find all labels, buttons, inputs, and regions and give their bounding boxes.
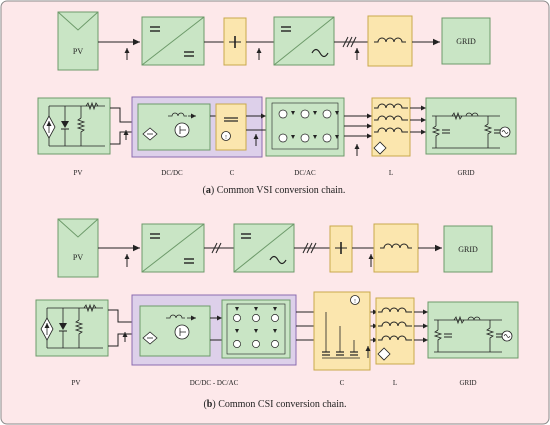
label-pv: PV (72, 379, 81, 387)
panel-b-detail-row: ! (35, 291, 519, 371)
three-phase-inductor-block (375, 297, 415, 365)
panel-a-detail-row: ! (37, 96, 517, 158)
three-phase-inductor-block (371, 97, 411, 157)
dcac-block (273, 16, 335, 66)
dcdc-converter-circuit: ! (131, 96, 263, 158)
pv-label: PV (73, 47, 83, 56)
grid-block: GRID (441, 17, 491, 65)
svg-text:!: ! (225, 135, 227, 141)
svg-text:!: ! (354, 299, 356, 305)
pv-block: PV (57, 11, 99, 71)
caption-b: (b) Common CSI conversion chain. (203, 399, 346, 410)
panel-b-top-row: PV (57, 218, 493, 278)
grid-model-circuit (427, 301, 519, 359)
label-grid: GRID (459, 379, 476, 387)
grid-label: GRID (458, 245, 478, 254)
label-dcac: DC/AC (294, 169, 316, 177)
pv-circuit (35, 299, 109, 357)
panel-a: PV (37, 11, 517, 196)
grid-label: GRID (456, 37, 476, 46)
panel-b: PV (35, 218, 519, 410)
three-phase-capacitor-block: ! (313, 291, 371, 371)
label-c: C (230, 169, 235, 177)
panel-a-top-row: PV (57, 11, 491, 71)
dcac-block (233, 223, 295, 273)
inductor-block (373, 223, 419, 273)
dc-link-mark (211, 242, 222, 254)
three-phase-mark (342, 36, 357, 48)
label-c: C (340, 379, 345, 387)
dcdc-dcac-converter-circuit (131, 294, 297, 366)
inductor-block (367, 15, 413, 67)
label-pv: PV (74, 169, 83, 177)
label-dcdc-dcac: DC/DC - DC/AC (190, 379, 239, 387)
dcdc-block (141, 223, 205, 273)
pv-label: PV (73, 253, 83, 262)
label-dcdc: DC/DC (161, 169, 183, 177)
label-l: L (393, 379, 397, 387)
label-l: L (389, 169, 393, 177)
pv-block: PV (57, 218, 99, 278)
grid-block: GRID (443, 225, 493, 273)
dcdc-block (141, 16, 205, 66)
pv-circuit (37, 97, 111, 155)
capacitor-block (329, 225, 353, 273)
caption-a: (a) Common VSI conversion chain. (203, 185, 346, 196)
three-phase-mark (302, 242, 317, 254)
capacitor-block (223, 17, 247, 66)
grid-model-circuit (425, 97, 517, 155)
dcac-bridge-circuit (265, 97, 345, 157)
label-grid: GRID (457, 169, 474, 177)
